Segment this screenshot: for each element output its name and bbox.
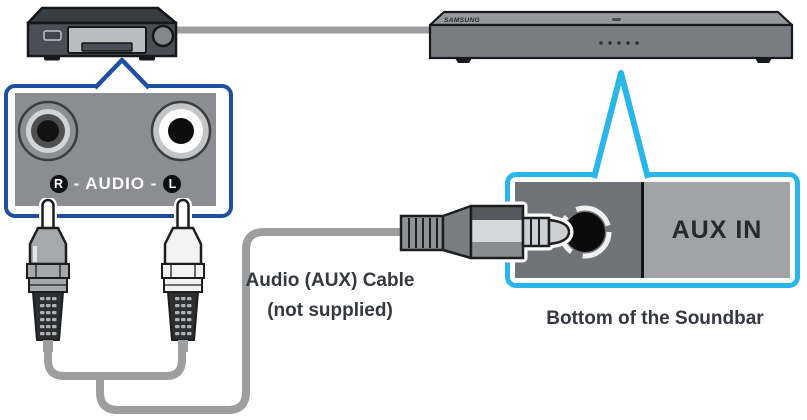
aux-in-label: AUX IN (671, 215, 763, 244)
aux-plug (393, 201, 574, 263)
device-knob (151, 24, 175, 48)
soundbar-foot-right (755, 58, 772, 63)
cable-note-line2: (not supplied) (267, 300, 393, 321)
rca-plug-knurling (175, 297, 192, 336)
rca-audio-text: - AUDIO - (73, 174, 158, 193)
aux-panel-divider (641, 182, 644, 278)
aux-plug-shaft (521, 216, 551, 248)
soundbar-brand-logo: SAMSUNG (444, 17, 480, 24)
aux-plug-tip (547, 218, 571, 246)
rca-jack-left-white (150, 100, 212, 162)
rca-plugs-cable (44, 342, 186, 380)
rca-panel-label: R - AUDIO - L (15, 172, 216, 196)
aux-plug-flare (441, 204, 473, 260)
soundbar-top-button (612, 18, 621, 21)
rca-plug-left-channel (161, 198, 205, 352)
rca-left-badge: L (163, 175, 182, 193)
soundbar-top-face (428, 10, 794, 27)
playback-device (26, 6, 178, 61)
rca-plug-right-channel (26, 198, 70, 352)
cyan-callout-pointer (591, 70, 651, 179)
cable-note-line1: Audio (AUX) Cable (245, 270, 415, 291)
rca-right-badge: R (49, 175, 68, 193)
soundbar: SAMSUNG (428, 10, 794, 63)
device-indicator (43, 30, 62, 41)
aux-label-panel: AUX IN (644, 182, 790, 278)
rca-plug-collar (26, 263, 70, 279)
device-foot-right (139, 56, 155, 61)
rca-jack-right-red (17, 100, 79, 162)
soundbar-bottom-caption: Bottom of the Soundbar (546, 308, 764, 329)
device-tray-slot (81, 42, 133, 52)
rca-plug-body (163, 226, 203, 266)
device-foot-left (44, 56, 60, 61)
rca-plug-collar (161, 263, 205, 279)
rca-plug-knurling (40, 297, 57, 336)
blue-callout-pointer (93, 57, 151, 90)
soundbar-foot-left (455, 58, 472, 63)
cable-note: Audio (AUX) Cable (not supplied) (232, 266, 428, 326)
soundbar-front-face (428, 23, 794, 60)
aux-cable (96, 228, 406, 414)
soundbar-display-dots (599, 41, 639, 45)
device-top-face (26, 6, 178, 25)
